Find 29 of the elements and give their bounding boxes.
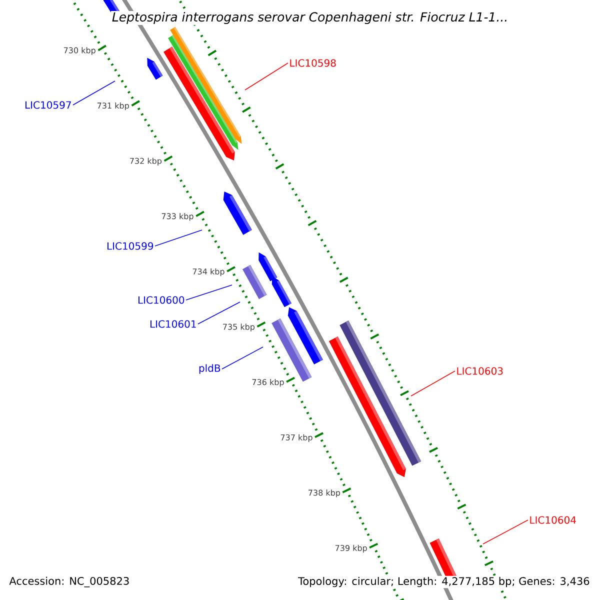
tick-label: 738 kbp	[308, 490, 340, 498]
title: Leptospira interrogans serovar Copenhageni str. Fiocruz L1-1...	[110, 10, 510, 26]
gene-label: LIC10601	[150, 320, 196, 328]
tick-label: 731 kbp	[97, 102, 129, 110]
tick-label: 730 kbp	[64, 47, 96, 55]
tick-label: 736 kbp	[252, 378, 284, 387]
gene-label: LIC10600	[138, 296, 184, 304]
leader-line	[410, 370, 456, 396]
leader-line	[154, 230, 202, 246]
leader-line	[222, 346, 264, 370]
gene-label: LIC10604	[530, 516, 576, 524]
footer-text: Accession: NC_005823	[8, 576, 131, 588]
leader-line	[198, 302, 240, 324]
gene-label: pldB	[199, 364, 220, 374]
leader-line	[482, 520, 528, 544]
tick-label: 732 kbp	[130, 158, 162, 166]
tick-label: 737 kbp	[280, 434, 312, 442]
footer-text: Topology: circular; Length: 4,277,185 bp; Genes: 3,436	[297, 576, 591, 588]
leader-line	[186, 284, 232, 300]
gene-label: LIC10597	[25, 101, 71, 109]
leader-line	[72, 80, 116, 106]
tick-label: 739 kbp	[335, 544, 367, 553]
tick-label: 735 kbp	[223, 324, 255, 332]
gene-label: LIC10603	[457, 367, 503, 375]
tick-label: 734 kbp	[192, 268, 224, 276]
leader-line	[244, 62, 288, 90]
gene-label: LIC10599	[107, 242, 154, 250]
gene-label: LIC10598	[290, 59, 336, 67]
tick-label: 733 kbp	[162, 213, 194, 221]
